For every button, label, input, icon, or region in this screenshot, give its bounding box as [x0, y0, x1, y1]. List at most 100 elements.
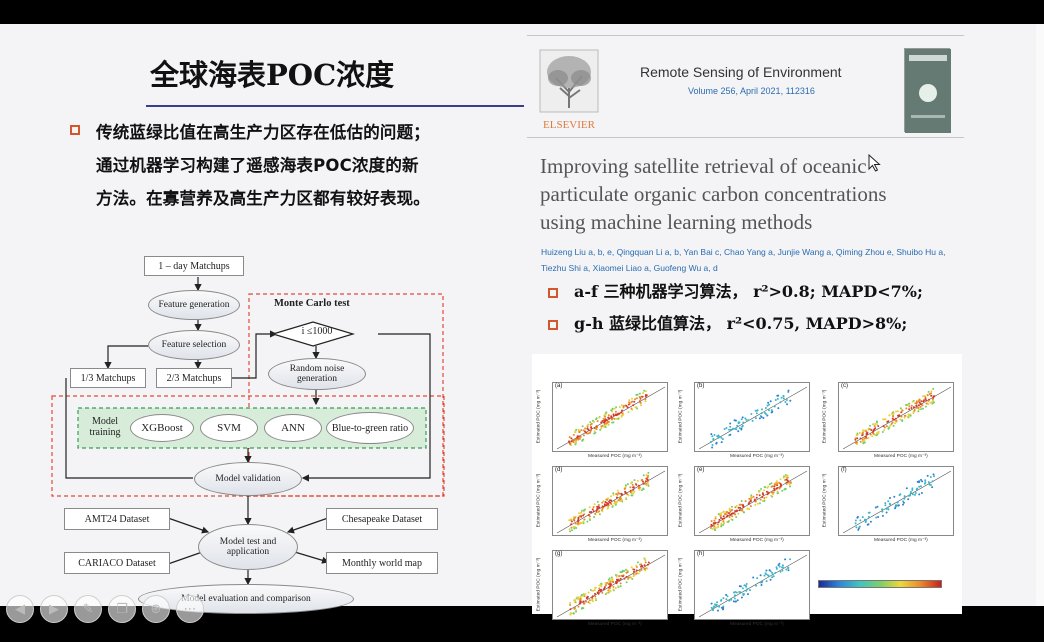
scatter-point: [871, 435, 873, 437]
zoom-icon[interactable]: ⊕: [142, 595, 170, 623]
scatter-point: [718, 521, 720, 523]
scatter-point: [736, 425, 738, 427]
scatter-point: [597, 501, 599, 503]
scatter-point: [741, 597, 743, 599]
svm-node: SVM: [200, 414, 258, 442]
scatter-point: [621, 499, 623, 501]
scatter-point: [618, 579, 620, 581]
scatter-point: [633, 486, 635, 488]
scatter-point: [756, 412, 758, 414]
presentation-toolbar: ◀ ▶ ✎ ❐ ⊕ ⋯: [6, 595, 204, 625]
scatter-point: [610, 579, 612, 581]
scatter-point: [933, 475, 935, 477]
chesapeake-dataset-box: Chesapeake Dataset: [326, 508, 438, 530]
scatter-point: [580, 429, 582, 431]
scatter-point: [601, 502, 603, 504]
scatter-point: [615, 581, 617, 583]
scatter-point: [730, 509, 732, 511]
scatter-point: [735, 601, 737, 603]
copy-icon[interactable]: ❐: [108, 595, 136, 623]
scatter-point: [869, 425, 871, 427]
scatter-point: [569, 436, 571, 438]
scatter-point: [770, 495, 772, 497]
authors-line-1[interactable]: Huizeng Liu a, b, e, Qingquan Li a, b, Y…: [541, 247, 945, 257]
next-icon[interactable]: ▶: [40, 595, 68, 623]
scatter-point: [727, 521, 729, 523]
scatter-point: [631, 566, 633, 568]
scatter-point: [933, 401, 935, 403]
scatter-point: [754, 504, 756, 506]
scatter-point: [902, 410, 904, 412]
scatter-point: [587, 429, 589, 431]
scatter-point: [874, 427, 876, 429]
scatter-point: [915, 405, 917, 407]
scatter-point: [886, 512, 888, 514]
scatter-point: [908, 403, 910, 405]
y-axis-label: Estimated POC (mg m⁻³): [536, 558, 541, 612]
scatter-point: [855, 526, 857, 528]
scatter-point: [734, 510, 736, 512]
scatter-point: [593, 506, 595, 508]
scatter-point: [575, 611, 577, 613]
scatter-point: [920, 406, 922, 408]
scatter-point: [735, 428, 737, 430]
scatter-point: [764, 575, 766, 577]
scatter-point: [648, 485, 650, 487]
prev-icon[interactable]: ◀: [6, 595, 34, 623]
scatter-point: [573, 518, 575, 520]
two-thirds-matchups-box: 2/3 Matchups: [156, 368, 232, 388]
scatter-point: [764, 486, 766, 488]
scatter-point: [750, 500, 752, 502]
scatter-point: [774, 406, 776, 408]
scatter-point: [897, 502, 899, 504]
scatter-point: [784, 558, 786, 560]
scatter-point: [866, 437, 868, 439]
publisher-name: ELSEVIER: [543, 119, 596, 131]
scatter-point: [593, 510, 595, 512]
scatter-point: [579, 431, 581, 433]
authors-line-2[interactable]: Tiezhu Shi a, Xiaomei Liao a, Guofeng Wu…: [541, 263, 718, 273]
scatter-point: [644, 568, 646, 570]
scatter-point: [786, 399, 788, 401]
scatter-point: [877, 516, 879, 518]
scatter-point: [639, 401, 641, 403]
scatter-point: [878, 431, 880, 433]
scatter-point: [713, 520, 715, 522]
scatter-point: [570, 608, 572, 610]
scatter-point: [776, 480, 778, 482]
scatter-point: [928, 481, 930, 483]
scatter-point: [920, 408, 922, 410]
scatter-point: [915, 492, 917, 494]
scatter-point: [765, 413, 767, 415]
scatter-point: [612, 408, 614, 410]
scatter-point: [899, 419, 901, 421]
scatter-point: [773, 488, 775, 490]
scatter-point: [772, 573, 774, 575]
scatter-point: [647, 564, 649, 566]
finding-2-math: r²<0.75, MAPD>8%;: [727, 314, 908, 333]
scatter-point: [777, 407, 779, 409]
scatter-point: [718, 513, 720, 515]
pen-icon[interactable]: ✎: [74, 595, 102, 623]
scatter-point: [603, 588, 605, 590]
scatter-point: [599, 429, 601, 431]
scatter-point: [752, 420, 754, 422]
more-icon[interactable]: ⋯: [176, 595, 204, 623]
scatter-point: [568, 519, 570, 521]
scatter-point: [611, 578, 613, 580]
scatter-point: [783, 398, 785, 400]
scatter-point: [724, 513, 726, 515]
scatter-point: [768, 492, 770, 494]
scatter-point: [631, 408, 633, 410]
scatter-point: [641, 489, 643, 491]
scatter-point: [870, 521, 872, 523]
scatter-point: [625, 484, 627, 486]
panel-label: (c): [841, 383, 848, 389]
scatter-point: [569, 530, 571, 532]
scatter-point: [903, 498, 905, 500]
scatter-point: [644, 558, 646, 560]
volume-link[interactable]: Volume 256, April 2021, 112316: [688, 86, 815, 96]
scatter-point: [582, 515, 584, 517]
scatter-point: [604, 503, 606, 505]
scatter-point: [578, 606, 580, 608]
